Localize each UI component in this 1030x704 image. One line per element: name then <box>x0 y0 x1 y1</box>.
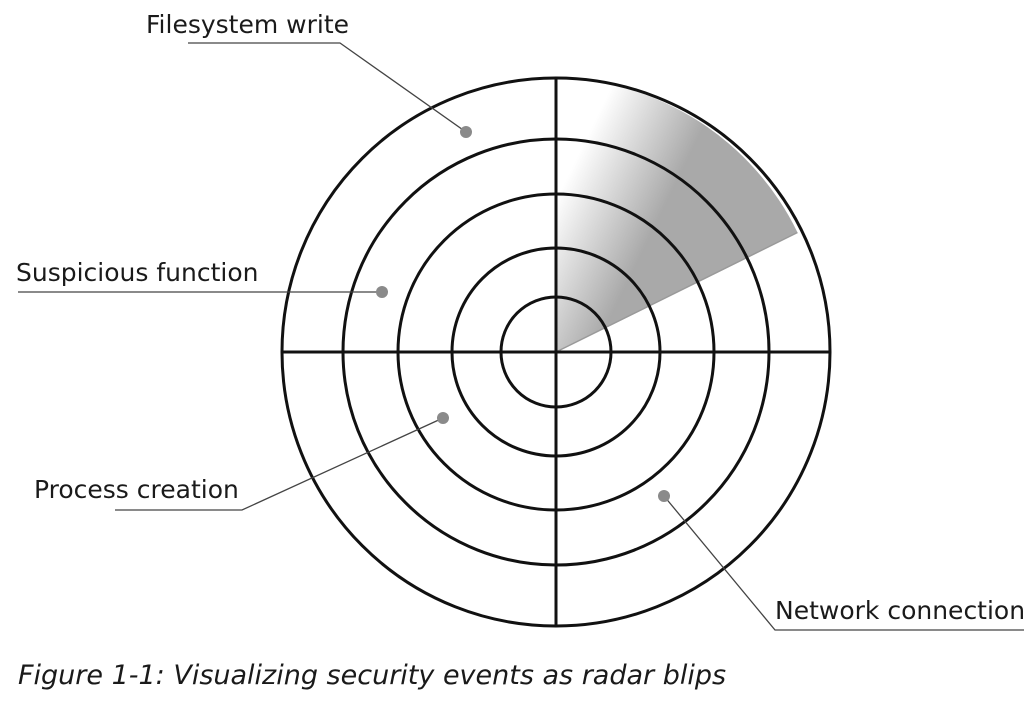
blip-process-creation <box>437 412 449 424</box>
leader-line-process-creation <box>115 417 444 511</box>
blip-suspicious-function <box>376 286 388 298</box>
figure-caption: Figure 1-1: Visualizing security events … <box>18 660 727 691</box>
label-suspicious-function: Suspicious function <box>16 258 258 287</box>
label-filesystem-write: Filesystem write <box>146 10 349 39</box>
sweep-edge-line <box>555 231 798 353</box>
leader-line-network-connection <box>663 495 1024 631</box>
leader-line-filesystem-write <box>188 42 467 133</box>
blip-network-connection <box>658 490 670 502</box>
label-network-connection: Network connection <box>775 596 1025 625</box>
blip-filesystem-write <box>460 126 472 138</box>
label-process-creation: Process creation <box>34 475 239 504</box>
